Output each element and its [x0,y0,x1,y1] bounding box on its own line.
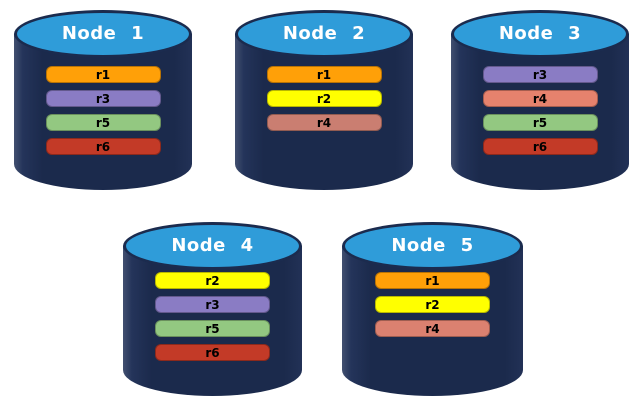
cylinder-top: Node 5 [342,222,523,270]
node-title: Node 2 [282,22,366,44]
cylinder-top: Node 3 [451,10,629,58]
cylinder-body [451,34,629,190]
replica-bar-r1: r1 [45,66,161,83]
replica-label: r4 [532,91,548,106]
replica-label: r4 [316,115,332,130]
replica-list: r2 r3 r5 r6 [123,272,302,361]
cylinder-top: Node 4 [123,222,302,270]
replica-label: r6 [532,139,548,154]
cylinder-body [14,34,192,190]
replica-bar-r2: r2 [375,296,490,313]
db-node-4: Node 4 r2 r3 r5 r6 [123,222,302,396]
replica-label: r6 [95,139,111,154]
replica-bar-r4: r4 [482,90,598,107]
replica-label: r1 [95,67,111,82]
db-node-3: Node 3 r3 r4 r5 r6 [451,10,629,190]
replica-bar-r4: r4 [375,320,490,337]
node-title: Node 5 [391,234,474,256]
cylinder-top: Node 2 [235,10,413,58]
cylinder-body [235,34,413,190]
replica-bar-r5: r5 [155,320,270,337]
replica-bar-r2: r2 [155,272,270,289]
node-title: Node 4 [171,234,254,256]
replica-bar-r6: r6 [155,344,270,361]
replica-list: r1 r2 r4 [342,272,523,337]
replica-bar-r1: r1 [266,66,382,83]
replica-bar-r6: r6 [45,138,161,155]
replica-label: r1 [425,273,440,288]
replica-bar-r2: r2 [266,90,382,107]
replica-label: r5 [205,321,220,336]
replica-label: r3 [95,91,111,106]
replica-label: r2 [316,91,332,106]
replica-bar-r1: r1 [375,272,490,289]
db-node-2: Node 2 r1 r2 r4 [235,10,413,190]
replica-label: r3 [205,297,220,312]
cylinder-top: Node 1 [14,10,192,58]
replica-bar-r3: r3 [45,90,161,107]
replica-label: r6 [205,345,220,360]
node-title: Node 1 [61,22,145,44]
db-node-5: Node 5 r1 r2 r4 [342,222,523,396]
replica-label: r2 [425,297,440,312]
db-node-1: Node 1 r1 r3 r5 r6 [14,10,192,190]
replica-bar-r3: r3 [155,296,270,313]
replica-bar-r3: r3 [482,66,598,83]
replica-label: r5 [95,115,111,130]
replica-bar-r6: r6 [482,138,598,155]
replica-bar-r5: r5 [45,114,161,131]
replica-list: r3 r4 r5 r6 [451,66,629,155]
replica-label: r4 [425,321,440,336]
replica-bar-r5: r5 [482,114,598,131]
replica-label: r1 [316,67,332,82]
node-title: Node 3 [498,22,582,44]
replica-label: r3 [532,67,548,82]
replica-list: r1 r2 r4 [235,66,413,131]
replica-bar-r4: r4 [266,114,382,131]
replica-list: r1 r3 r5 r6 [14,66,192,155]
replica-label: r2 [205,273,220,288]
replica-label: r5 [532,115,548,130]
